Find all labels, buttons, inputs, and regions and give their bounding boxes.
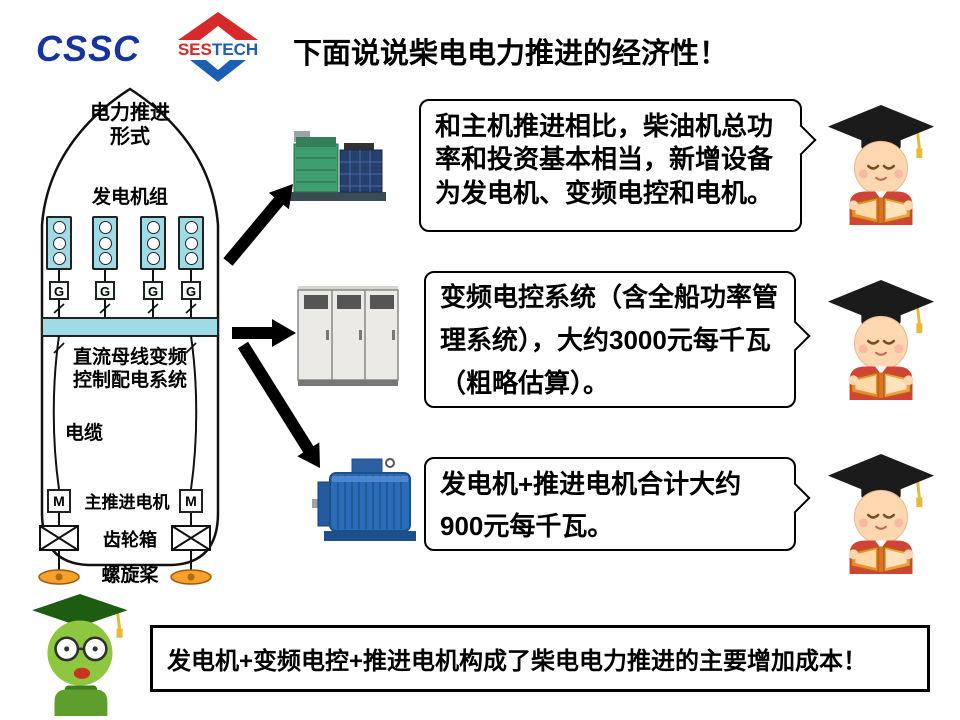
genset-image: [290, 131, 386, 201]
generator-g-badge: G: [181, 281, 201, 300]
cable-lines: [52, 335, 198, 571]
sestech-base-icon: [190, 60, 246, 82]
graduate-student-character: [822, 278, 940, 402]
cssc-logo: CSSC: [36, 28, 141, 69]
generator-cell-icon: [52, 220, 66, 234]
switchgear-cabinet-image: [297, 286, 399, 386]
genset-group-label: 发电机组: [91, 187, 168, 208]
generator-g-badge: G: [143, 281, 163, 300]
callout-drive-system-text: 变频电控系统（含全船功率管理系统），大约3000元每千瓦（粗略估算）。: [440, 282, 779, 399]
sestech-wordmark: SESTECH: [178, 40, 258, 59]
arrow-to-genset-icon: [223, 184, 293, 266]
callout-motor-cost-text: 发电机+推进电机合计大约900元每千瓦。: [440, 469, 742, 541]
motor-image: [312, 458, 416, 541]
breaker-switch-icons: [53, 303, 197, 354]
bubble-tail-icon: [785, 124, 817, 156]
sestech-tech-text: TECH: [212, 40, 258, 59]
cable-label: 电缆: [64, 423, 103, 444]
motor-m-badge: M: [179, 489, 203, 513]
propulsion-motor-label: 主推进电机: [84, 493, 170, 512]
generator-unit: [140, 216, 166, 270]
ship-hull-drawing: [38, 87, 220, 585]
sestech-ses-text: SES: [178, 40, 212, 59]
motor-m-badge: M: [47, 489, 71, 513]
generator-g-badge: G: [95, 281, 115, 300]
generator-unit: [178, 216, 204, 270]
propeller-icons: [38, 569, 212, 585]
propulsion-type-label: 电力推进 形式: [90, 102, 170, 149]
callout-drive-system: 变频电控系统（含全船功率管理系统），大约3000元每千瓦（粗略估算）。: [424, 271, 811, 408]
callout-motor-cost: 发电机+推进电机合计大约900元每千瓦。: [424, 457, 811, 551]
callout-genset: 和主机推进相比，柴油机总功率和投资基本相当，新增设备为发电机、变频电控和电机。: [419, 99, 817, 232]
generator-unit: [46, 216, 72, 270]
graduate-student-character: [822, 452, 940, 576]
bus-system-label: 直流母线变频 控制配电系统: [72, 347, 187, 392]
green-scholar-mascot: [32, 594, 128, 716]
arrow-to-cabinet-icon: [232, 319, 296, 347]
conclusion-text: 发电机+变频电控+推进电机构成了柴电电力推进的主要增加成本！: [167, 648, 868, 675]
ship-diagram: 电力推进 形式 发电机组 G G G G 直流母线变频 控制配电系统 电缆 M …: [30, 85, 230, 603]
dc-busbar: [41, 317, 219, 337]
slide-title: 下面说说柴电电力推进的经济性！: [293, 38, 729, 70]
bubble-tail-icon: [779, 482, 811, 514]
graduate-student-character: [822, 103, 940, 227]
bubble-tail-icon: [779, 320, 811, 352]
gearbox-icons: [39, 525, 211, 551]
sestech-roof-icon: [178, 12, 258, 40]
generator-g-badge: G: [49, 281, 69, 300]
sestech-logo: SESTECH: [178, 12, 258, 82]
propeller-label: 螺旋桨: [101, 565, 159, 586]
gearbox-label: 齿轮箱: [103, 530, 157, 550]
generator-unit: [92, 216, 118, 270]
callout-genset-text: 和主机推进相比，柴油机总功率和投资基本相当，新增设备为发电机、变频电控和电机。: [435, 111, 774, 208]
conclusion-box: 发电机+变频电控+推进电机构成了柴电电力推进的主要增加成本！: [150, 625, 930, 692]
